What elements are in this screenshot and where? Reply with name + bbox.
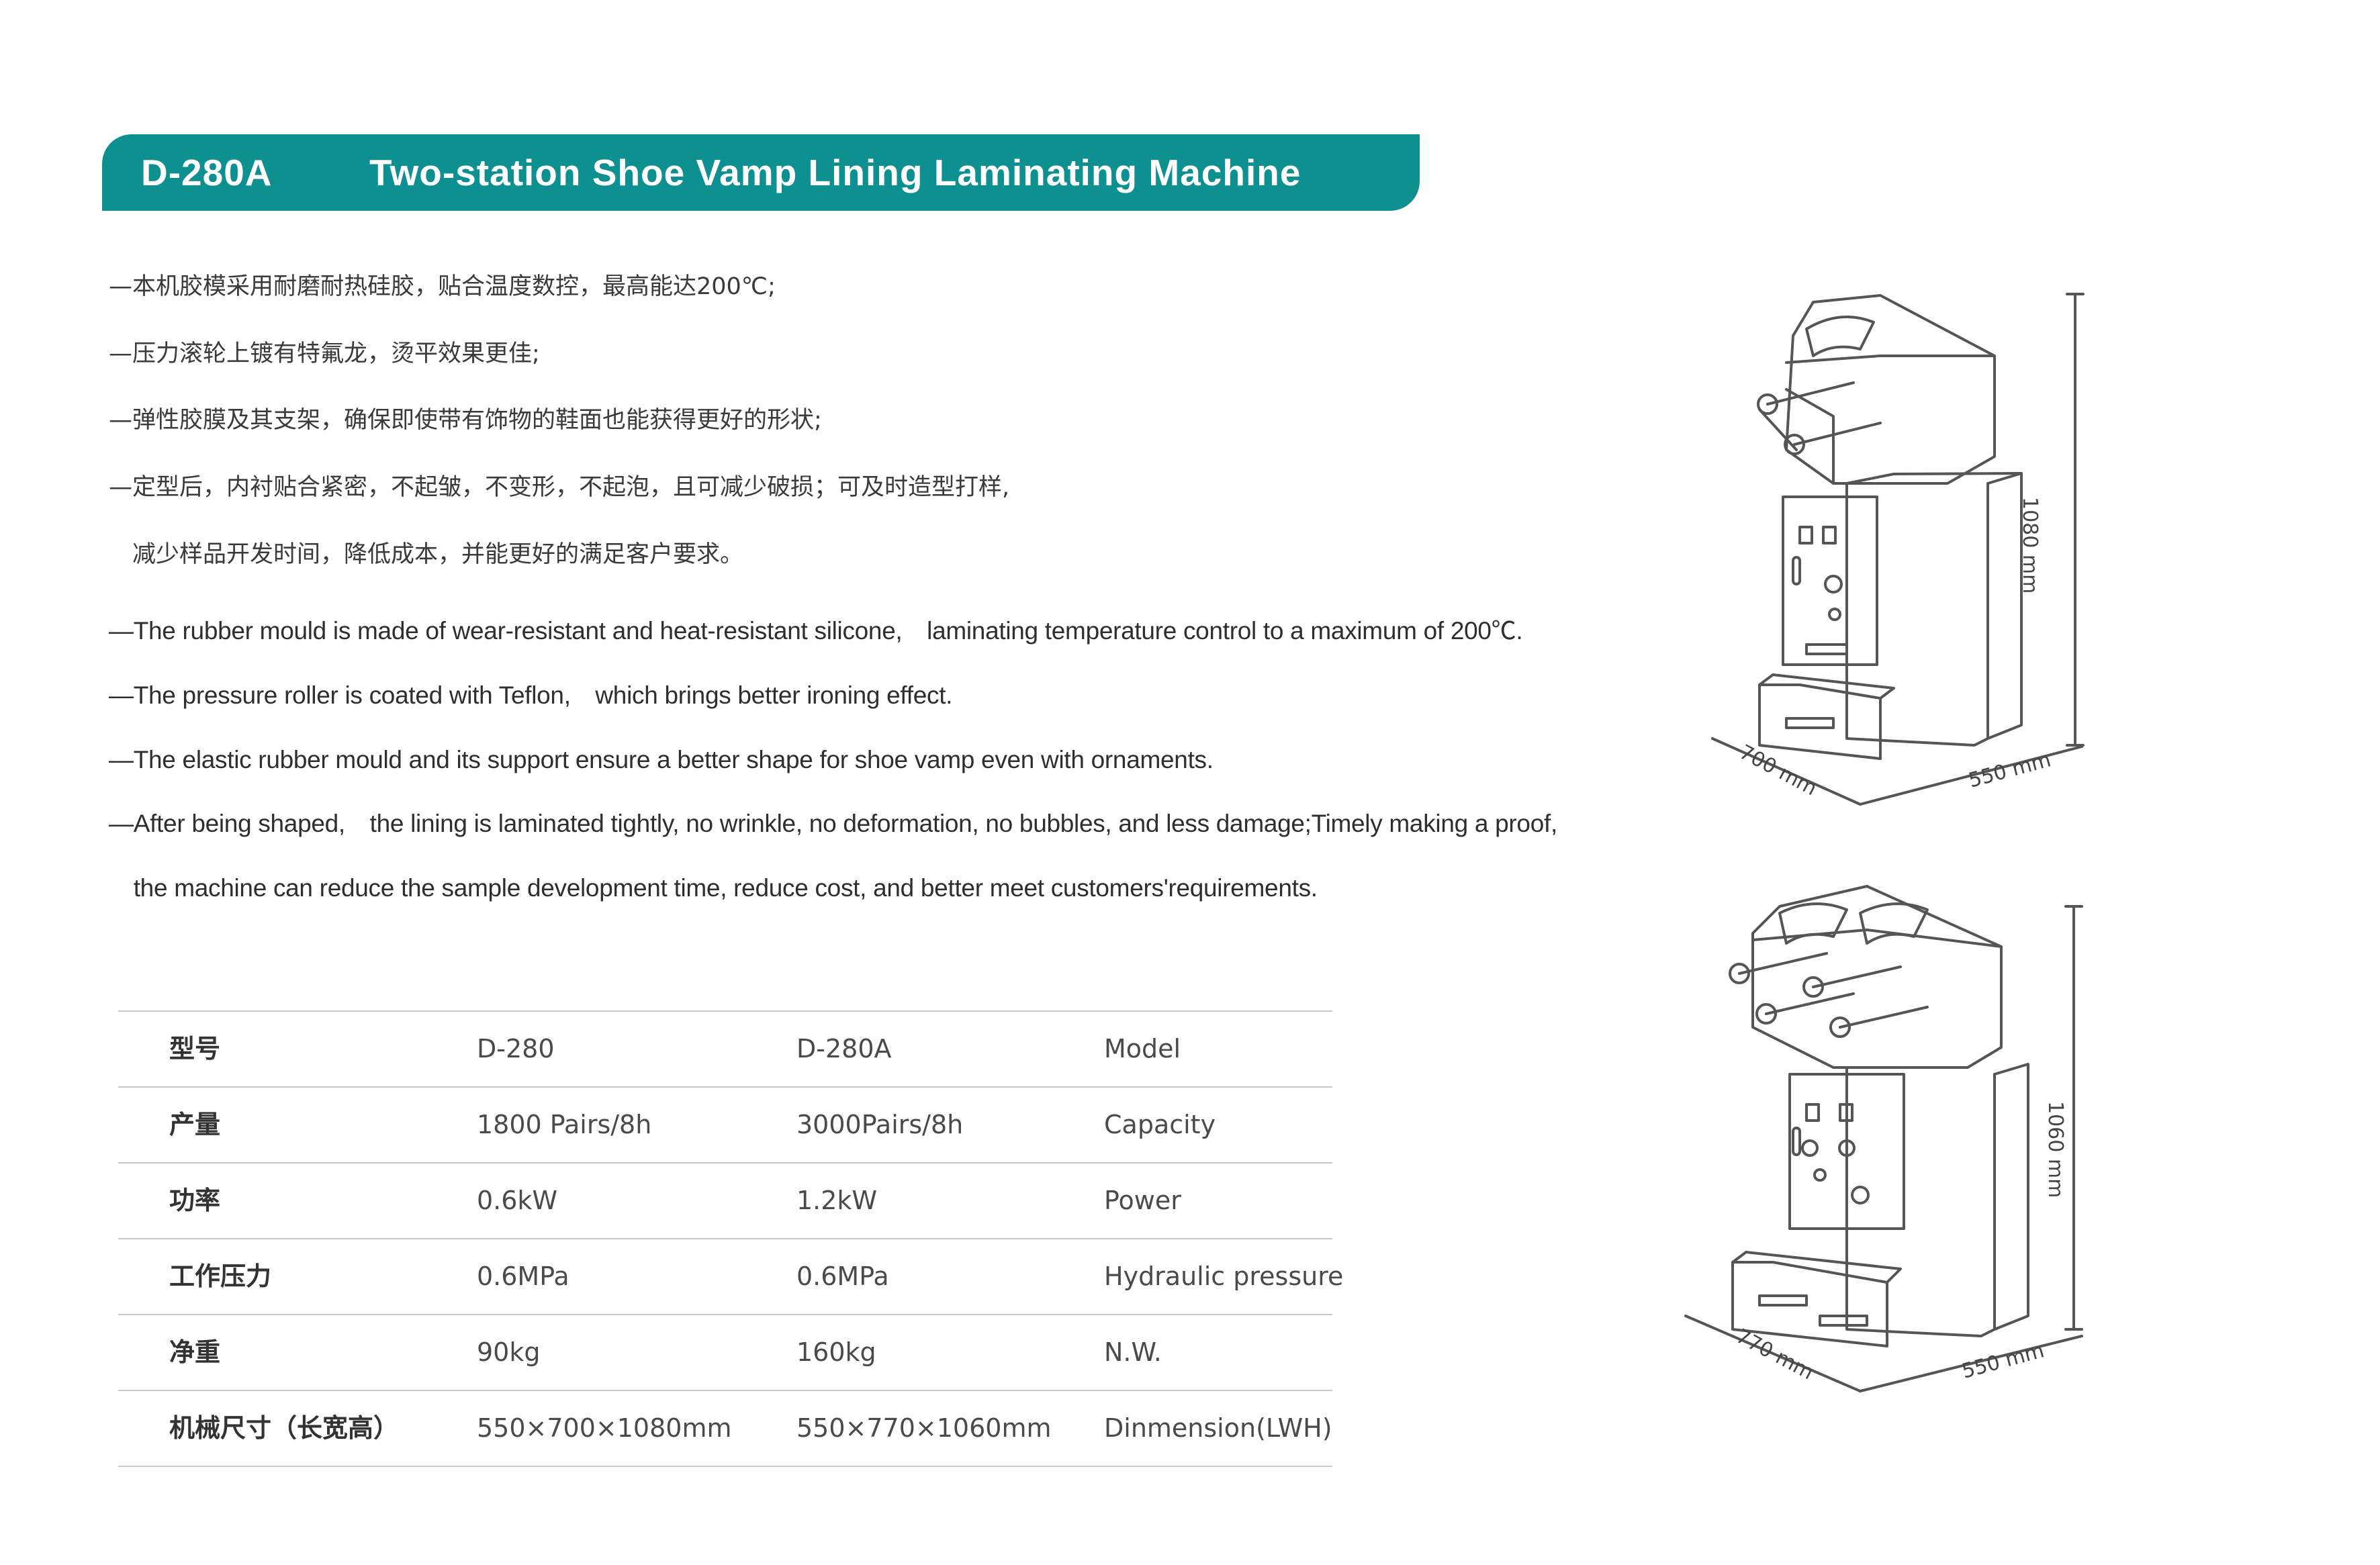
feature-en-4: —After being shaped, the lining is lamin… bbox=[109, 810, 1557, 837]
table-row: 机械尺寸（长宽高） 550×700×1080mm 550×770×1060mm … bbox=[118, 1391, 1332, 1467]
spec-label: 工作压力 bbox=[169, 1262, 272, 1291]
spec-value-d280: 90kg bbox=[477, 1337, 541, 1367]
spec-label: 功率 bbox=[169, 1186, 221, 1215]
spec-value-d280: 0.6kW bbox=[477, 1186, 558, 1215]
spec-label: 型号 bbox=[169, 1034, 221, 1063]
feature-cn-1: —本机胶模采用耐磨耐热硅胶，贴合温度数控，最高能达200℃; bbox=[109, 273, 776, 300]
table-row: 功率 0.6kW 1.2kW Power bbox=[118, 1164, 1332, 1239]
feature-en-1: —The rubber mould is made of wear-resist… bbox=[109, 617, 1523, 645]
spec-value-d280: 550×700×1080mm bbox=[477, 1413, 732, 1443]
machine-drawing-double-station bbox=[1684, 885, 2083, 1392]
spec-value-d280a: 0.6MPa bbox=[796, 1262, 889, 1291]
spec-value-d280: D-280 bbox=[477, 1034, 555, 1063]
spec-label: 净重 bbox=[169, 1337, 221, 1367]
feature-en-5: the machine can reduce the sample develo… bbox=[109, 874, 1318, 902]
table-row: 工作压力 0.6MPa 0.6MPa Hydraulic pressure bbox=[118, 1239, 1343, 1315]
feature-cn-2: —压力滚轮上镀有特氟龙，烫平效果更佳; bbox=[109, 340, 540, 367]
feature-en-2: —The pressure roller is coated with Tefl… bbox=[109, 681, 953, 709]
model-name: D-280A bbox=[141, 152, 273, 193]
machine-drawing-single-station bbox=[1711, 293, 2085, 806]
spec-table: 型号 D-280 D-280A Model 产量 1800 Pairs/8h 3… bbox=[118, 1010, 1343, 1467]
spec-label: 机械尺寸（长宽高） bbox=[169, 1413, 400, 1443]
table-row: 型号 D-280 D-280A Model bbox=[118, 1012, 1332, 1088]
spec-value-d280a: D-280A bbox=[796, 1034, 892, 1063]
feature-cn-3: —弹性胶膜及其支架，确保即使带有饰物的鞋面也能获得更好的形状; bbox=[109, 407, 822, 434]
table-row: 净重 90kg 160kg N.W. bbox=[118, 1315, 1332, 1391]
spec-value-d280a: 3000Pairs/8h bbox=[796, 1110, 964, 1139]
spec-label-en: Dinmension(LWH) bbox=[1104, 1413, 1332, 1443]
spec-label-en: N.W. bbox=[1104, 1337, 1162, 1367]
title-bar: D-280A Two-station Shoe Vamp Lining Lami… bbox=[102, 134, 1420, 211]
spec-value-d280a: 1.2kW bbox=[796, 1186, 878, 1215]
spec-label-en: Capacity bbox=[1104, 1110, 1216, 1139]
spec-label-en: Hydraulic pressure bbox=[1104, 1262, 1344, 1291]
spec-value-d280a: 550×770×1060mm bbox=[796, 1413, 1052, 1443]
spec-label-en: Power bbox=[1104, 1186, 1181, 1215]
feature-cn-4: —定型后，内衬贴合紧密，不起皱，不变形，不起泡，且可减少破损；可及时造型打样, bbox=[109, 474, 1010, 501]
spec-value-d280: 0.6MPa bbox=[477, 1262, 569, 1291]
height-label-top: 1080 mm bbox=[2018, 497, 2042, 594]
spec-label-en: Model bbox=[1104, 1034, 1181, 1063]
table-row: 产量 1800 Pairs/8h 3000Pairs/8h Capacity bbox=[118, 1088, 1332, 1164]
spec-value-d280a: 160kg bbox=[796, 1337, 876, 1367]
feature-en-3: —The elastic rubber mould and its suppor… bbox=[109, 746, 1214, 773]
height-label-bottom: 1060 mm bbox=[2044, 1101, 2067, 1198]
page-title: Two-station Shoe Vamp Lining Laminating … bbox=[369, 152, 1301, 193]
spec-label: 产量 bbox=[169, 1110, 221, 1139]
feature-cn-5: 减少样品开发时间，降低成本，并能更好的满足客户要求。 bbox=[109, 541, 744, 568]
spec-value-d280: 1800 Pairs/8h bbox=[477, 1110, 652, 1139]
